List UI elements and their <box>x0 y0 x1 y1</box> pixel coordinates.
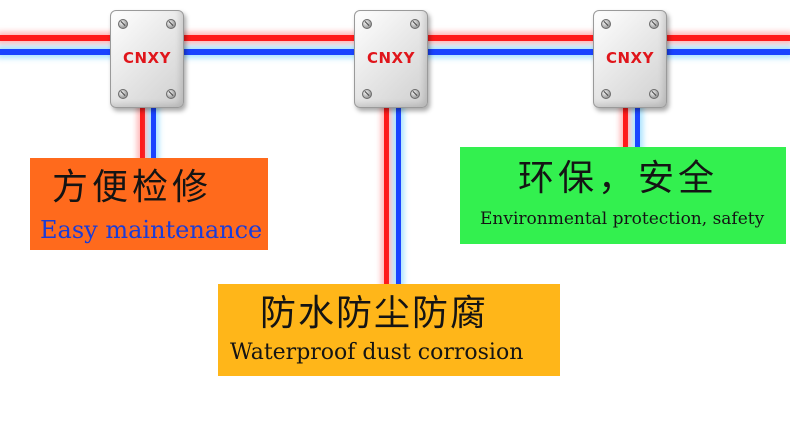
screw-icon <box>166 19 176 29</box>
brand-logo: CNXY <box>367 49 415 67</box>
screw-icon <box>649 19 659 29</box>
screw-icon <box>410 89 420 99</box>
label-title-zh: 环保，安全 <box>518 158 719 199</box>
screw-icon <box>649 89 659 99</box>
drop-wire-blue-2 <box>396 104 401 286</box>
drop-wire-red-3 <box>623 104 628 150</box>
feature-label-waterproof: 防水防尘防腐 Waterproof dust corrosion <box>218 284 560 376</box>
feature-label-environment: 环保，安全 Environmental protection, safety <box>460 147 786 244</box>
drop-wire-blue-3 <box>635 104 640 150</box>
screw-icon <box>118 19 128 29</box>
screw-icon <box>601 89 611 99</box>
label-title-zh: 防水防尘防腐 <box>260 293 489 334</box>
drop-wire-red-2 <box>384 104 389 286</box>
screw-icon <box>362 19 372 29</box>
drop-wire-blue-1 <box>151 104 156 162</box>
label-title-en: Waterproof dust corrosion <box>230 340 524 365</box>
screw-icon <box>601 19 611 29</box>
junction-box-3: CNXY <box>593 10 667 108</box>
junction-box-1: CNXY <box>110 10 184 108</box>
screw-icon <box>362 89 372 99</box>
brand-logo: CNXY <box>123 49 171 67</box>
label-title-en: Environmental protection, safety <box>480 209 765 229</box>
drop-wire-red-1 <box>140 104 145 162</box>
screw-icon <box>118 89 128 99</box>
label-title-zh: 方便检修 <box>52 167 213 208</box>
feature-label-maintenance: 方便检修 Easy maintenance <box>30 158 268 250</box>
junction-box-2: CNXY <box>354 10 428 108</box>
screw-icon <box>410 19 420 29</box>
label-title-en: Easy maintenance <box>40 216 263 244</box>
brand-logo: CNXY <box>606 49 654 67</box>
screw-icon <box>166 89 176 99</box>
